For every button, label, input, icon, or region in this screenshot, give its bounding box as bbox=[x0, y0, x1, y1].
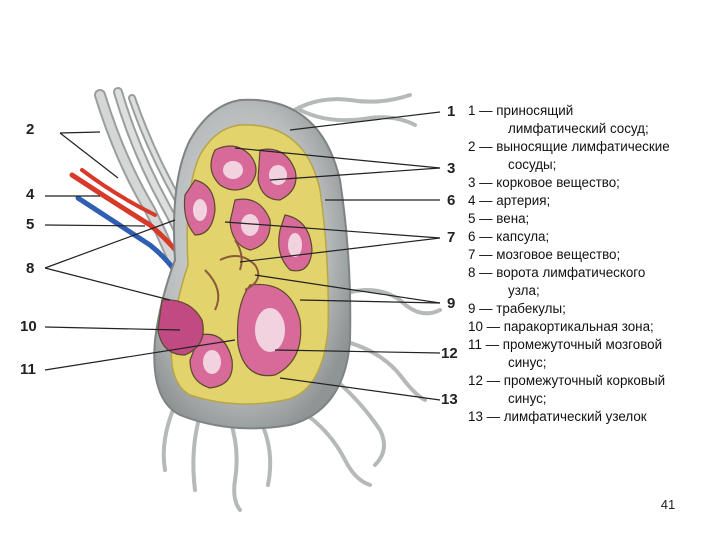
legend-item-8: 8 — ворота лимфатического узла; bbox=[468, 264, 716, 300]
callout-4: 4 bbox=[26, 186, 34, 203]
legend-item-5: 5 — вена; bbox=[468, 210, 716, 228]
legend-item-6: 6 — капсула; bbox=[468, 228, 716, 246]
callout-12: 12 bbox=[441, 345, 458, 362]
callout-1: 1 bbox=[447, 103, 455, 120]
legend-text: 8 — ворота лимфатического bbox=[468, 264, 716, 282]
legend-text: 11 — промежуточный мозговой bbox=[468, 336, 716, 354]
legend-text: 9 — трабекулы; bbox=[468, 300, 716, 318]
legend-text: 10 — паракортикальная зона; bbox=[468, 318, 716, 336]
callout-7: 7 bbox=[447, 229, 455, 246]
legend-item-2: 2 — выносящие лимфатические сосуды; bbox=[468, 138, 716, 174]
callout-13: 13 bbox=[441, 391, 458, 408]
legend-item-11: 11 — промежуточный мозговой синус; bbox=[468, 336, 716, 372]
callout-11: 11 bbox=[20, 361, 36, 378]
legend-text: 13 — лимфатический узелок bbox=[468, 408, 716, 426]
legend-item-9: 9 — трабекулы; bbox=[468, 300, 716, 318]
legend-text: 3 — корковое вещество; bbox=[468, 174, 716, 192]
legend-item-12: 12 — промежуточный корковый синус; bbox=[468, 372, 716, 408]
legend-text: 5 — вена; bbox=[468, 210, 716, 228]
legend-text: 12 — промежуточный корковый bbox=[468, 372, 716, 390]
legend-text: сосуды; bbox=[468, 156, 716, 174]
legend-item-3: 3 — корковое вещество; bbox=[468, 174, 716, 192]
callout-10: 10 bbox=[20, 318, 37, 335]
legend-text: синус; bbox=[468, 390, 716, 408]
legend-text: 1 — приносящий bbox=[468, 102, 716, 120]
legend-text: 6 — капсула; bbox=[468, 228, 716, 246]
page-number: 41 bbox=[648, 497, 688, 512]
legend-text: узла; bbox=[468, 282, 716, 300]
legend-text: 7 — мозговое вещество; bbox=[468, 246, 716, 264]
callout-9: 9 bbox=[447, 295, 455, 312]
legend-item-4: 4 — артерия; bbox=[468, 192, 716, 210]
legend-text: лимфатический сосуд; bbox=[468, 120, 716, 138]
callout-5: 5 bbox=[26, 216, 34, 233]
callout-3: 3 bbox=[447, 160, 455, 177]
legend-item-1: 1 — приносящий лимфатический сосуд; bbox=[468, 102, 716, 138]
callout-6: 6 bbox=[447, 192, 455, 209]
legend-item-13: 13 — лимфатический узелок bbox=[468, 408, 716, 426]
legend-text: 2 — выносящие лимфатические bbox=[468, 138, 716, 156]
callout-2: 2 bbox=[26, 121, 34, 138]
legend-item-10: 10 — паракортикальная зона; bbox=[468, 318, 716, 336]
legend-item-7: 7 — мозговое вещество; bbox=[468, 246, 716, 264]
callout-8: 8 bbox=[26, 260, 34, 277]
legend-text: 4 — артерия; bbox=[468, 192, 716, 210]
legend-text: синус; bbox=[468, 354, 716, 372]
